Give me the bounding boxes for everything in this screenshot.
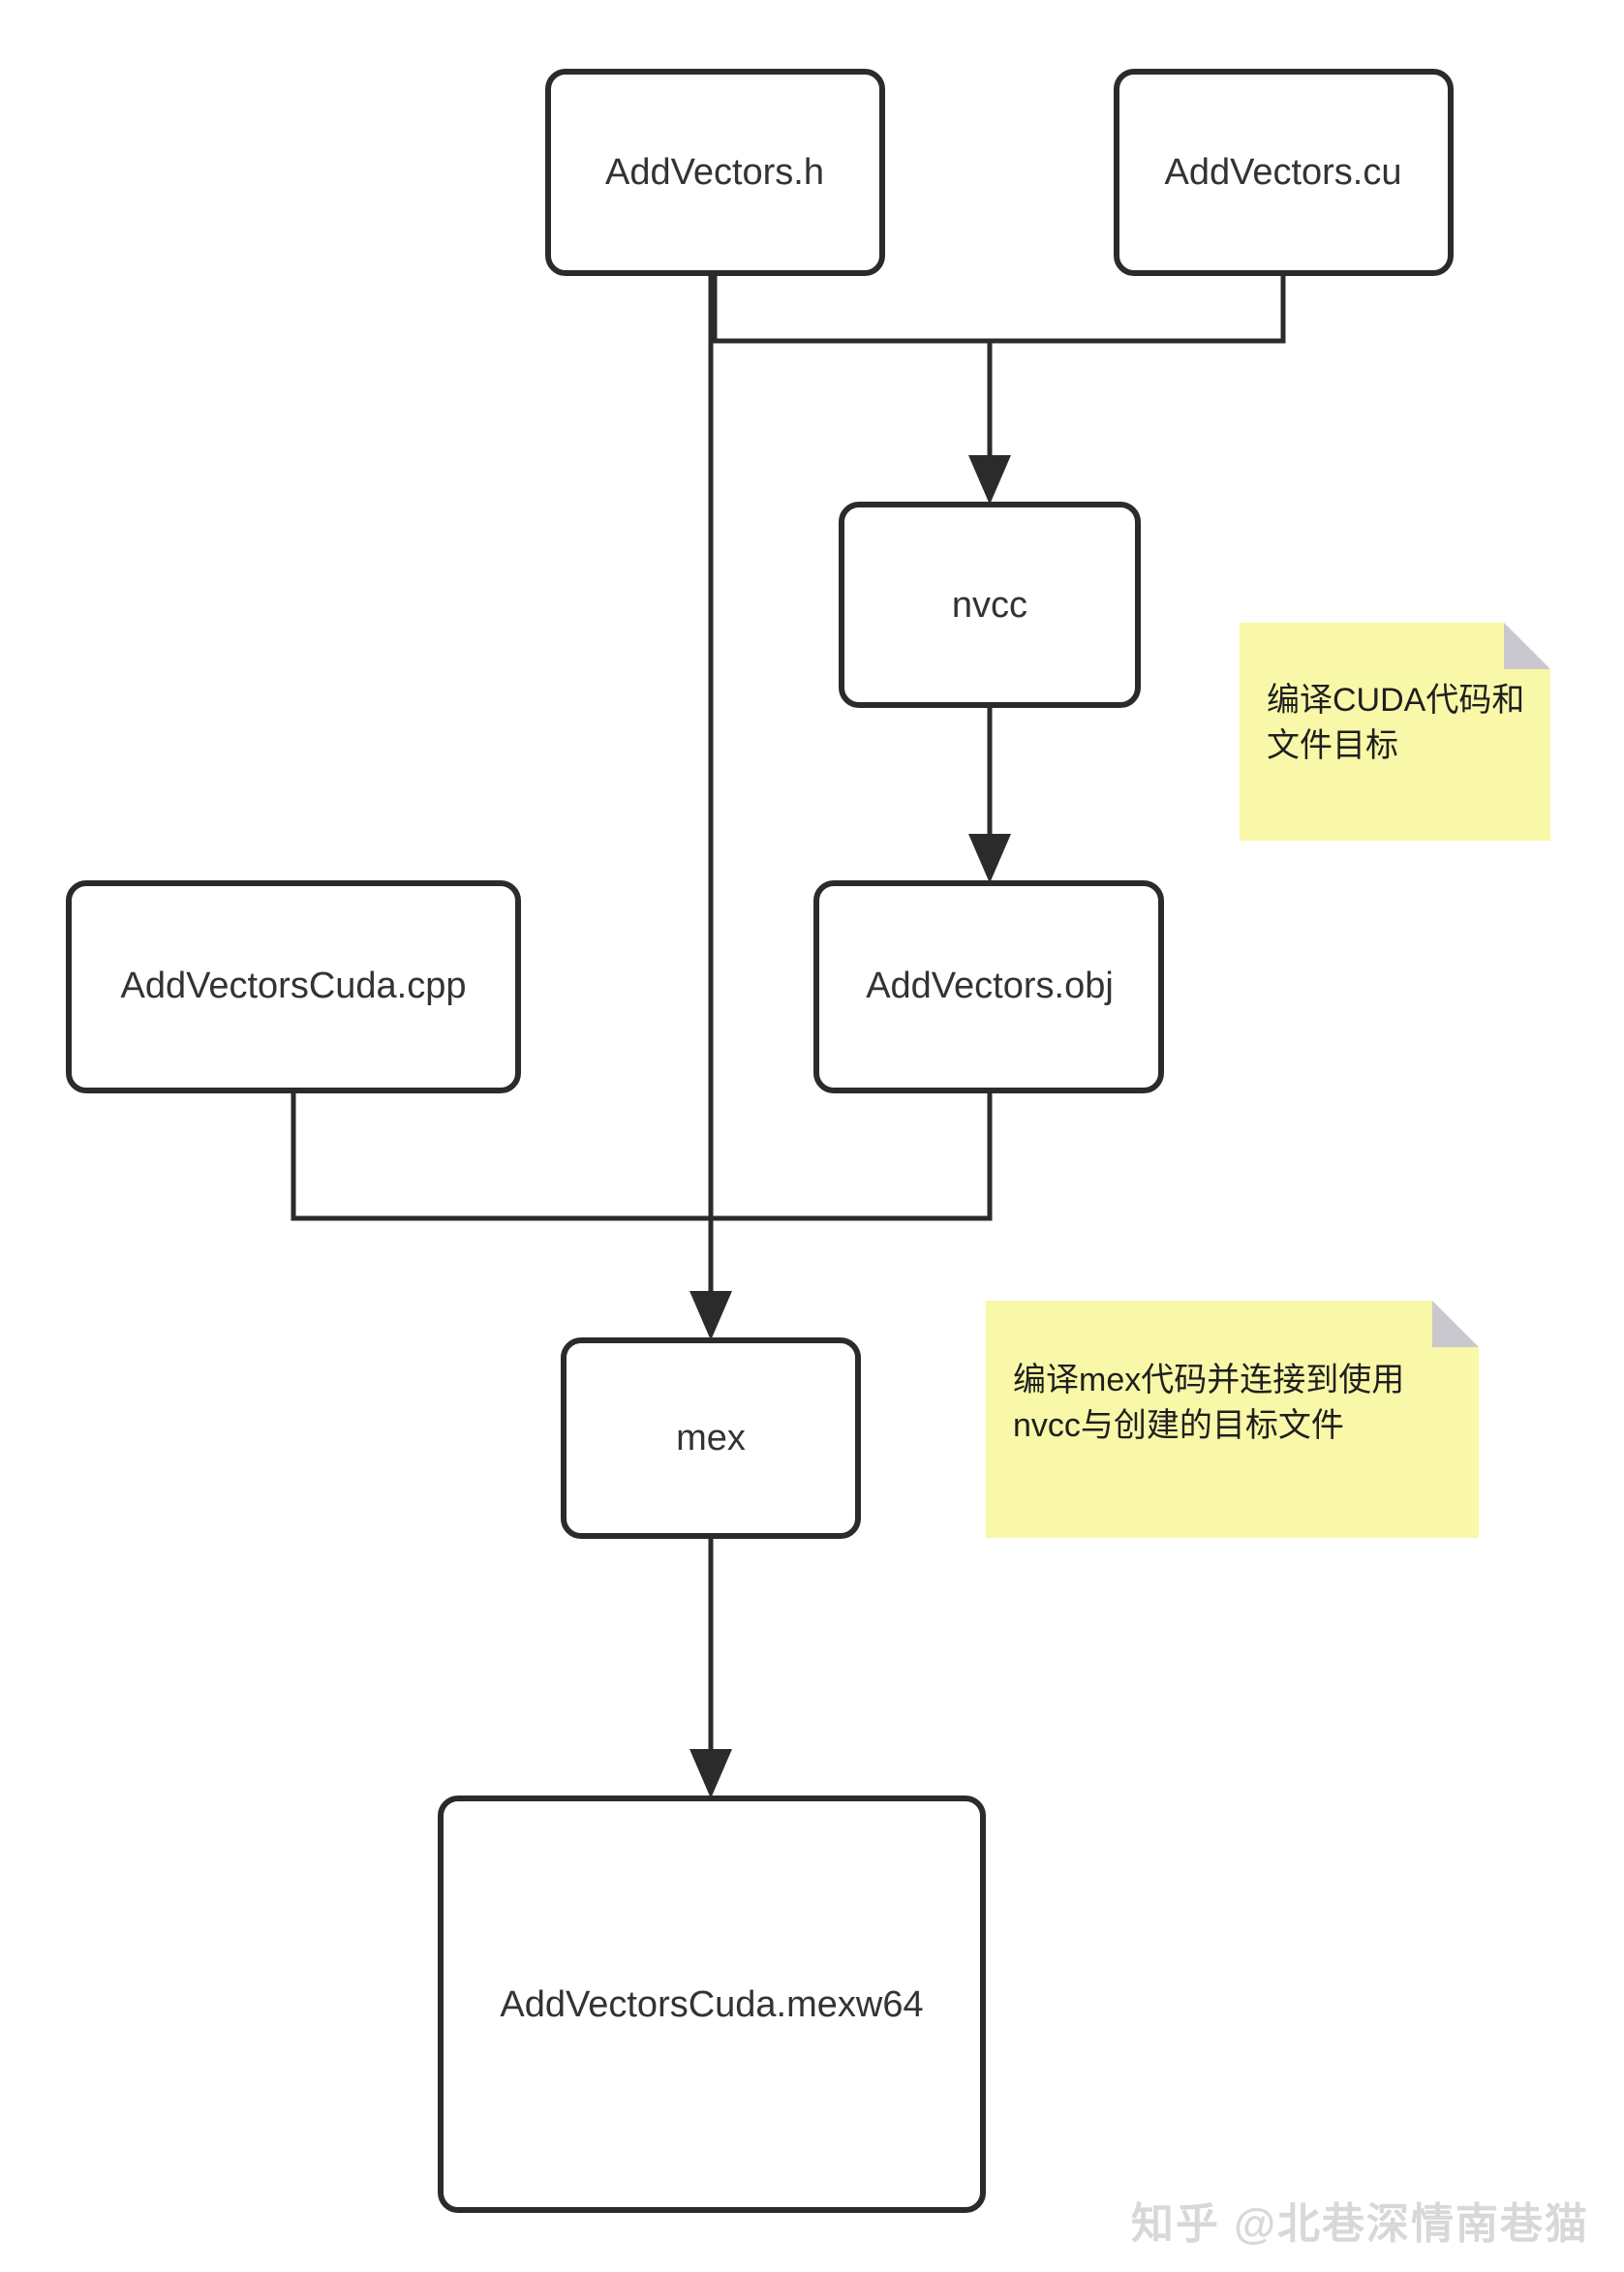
node-addvectors-obj-rect[interactable] <box>813 880 1164 1093</box>
node-addvectorscuda-mexw64-rect[interactable] <box>438 1796 986 2213</box>
node-addvectors-h[interactable]: AddVectors.h <box>545 69 885 276</box>
note-layer <box>986 623 1550 1538</box>
note-mex-body[interactable] <box>986 1301 1479 1538</box>
node-addvectorscuda-cpp-label: AddVectorsCuda.cpp <box>120 966 466 1006</box>
node-addvectorscuda-cpp-rect[interactable] <box>66 880 521 1093</box>
edge-addvectors-obj-to-mex <box>711 1090 993 1221</box>
node-nvcc-label: nvcc <box>952 585 1027 626</box>
node-mex[interactable]: mex <box>561 1337 861 1539</box>
node-nvcc-rect[interactable] <box>839 502 1141 708</box>
edge-mex-to-addvectorscuda-mexw64-arrowhead <box>689 1749 732 1798</box>
node-addvectorscuda-mexw64-label: AddVectorsCuda.mexw64 <box>500 1984 923 2025</box>
watermark-label: 知乎 @北巷深情南巷猫 <box>1130 2200 1589 2248</box>
node-addvectors-h-rect[interactable] <box>545 69 885 276</box>
edge-addvectorscuda-cpp-to-mex <box>291 1090 711 1221</box>
node-addvectors-cu-label: AddVectors.cu <box>1164 152 1401 193</box>
note-mex-fold-icon <box>1432 1301 1479 1347</box>
node-addvectors-h-label: AddVectors.h <box>605 152 824 193</box>
edge-addvectors-h-to-mex-arrowhead <box>689 1291 732 1340</box>
note-cuda-body[interactable] <box>1240 623 1550 841</box>
node-layer: AddVectors.h AddVectors.cu nvcc AddVecto… <box>66 69 1454 2213</box>
note-cuda[interactable] <box>1240 623 1550 841</box>
node-addvectorscuda-mexw64[interactable]: AddVectorsCuda.mexw64 <box>438 1796 986 2213</box>
edge-addvectors-cu-to-nvcc-arrowhead <box>968 455 1011 505</box>
node-addvectors-cu-rect[interactable] <box>1114 69 1454 276</box>
node-addvectors-cu[interactable]: AddVectors.cu <box>1114 69 1454 276</box>
edge-addvectors-cu-to-nvcc <box>987 273 1286 465</box>
node-addvectorscuda-cpp[interactable]: AddVectorsCuda.cpp <box>66 880 521 1093</box>
node-mex-rect[interactable] <box>561 1337 861 1539</box>
note-mex[interactable] <box>986 1301 1479 1538</box>
node-nvcc[interactable]: nvcc <box>839 502 1141 708</box>
node-mex-label: mex <box>676 1418 746 1458</box>
edge-addvectors-h-to-nvcc <box>712 273 990 344</box>
edge-layer <box>291 273 1286 1798</box>
node-addvectors-obj[interactable]: AddVectors.obj <box>813 880 1164 1093</box>
note-cuda-fold-icon <box>1504 623 1550 669</box>
edge-nvcc-to-addvectors-obj-arrowhead <box>968 834 1011 883</box>
node-addvectors-obj-label: AddVectors.obj <box>866 966 1114 1006</box>
